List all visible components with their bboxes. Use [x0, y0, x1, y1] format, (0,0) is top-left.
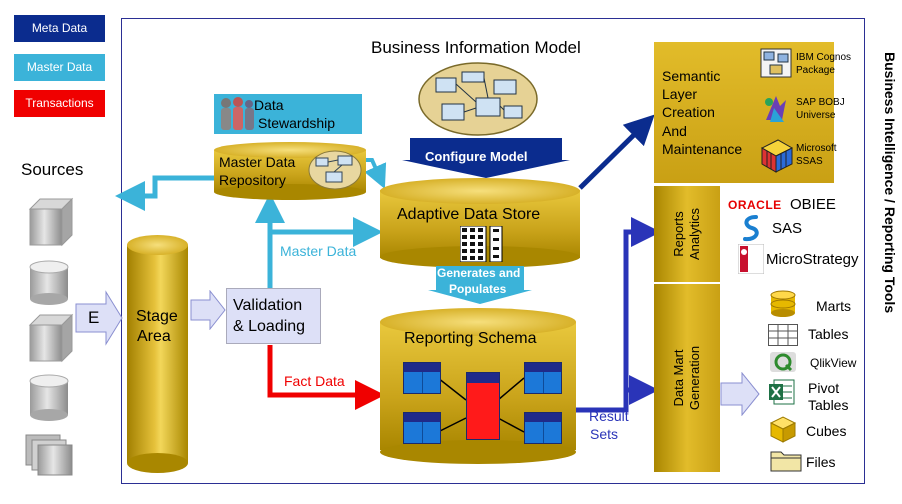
stage-area-label-2: Area [137, 328, 171, 345]
result-sets-label-2: Sets [590, 426, 619, 442]
oracle-logo: ORACLE [728, 198, 782, 212]
datamart-output-arrow [720, 372, 760, 416]
cognos-label-2: Package [796, 65, 835, 76]
reports-analytics-label: Reports Analytics [654, 186, 720, 282]
generates-label-2: Populates [449, 282, 507, 296]
configure-model-arrow [402, 138, 570, 178]
files-folder-icon [770, 451, 802, 472]
microstrategy-label: MicroStrategy [766, 251, 859, 268]
master-data-flow-label: Master Data [280, 243, 357, 259]
ssas-cube-icon [760, 139, 794, 173]
reports-label-1: Reports [671, 211, 686, 257]
ssas-label-1: Microsoft [796, 143, 837, 154]
validation-label-2: & Loading [233, 318, 306, 335]
mdr-label-1: Master Data [219, 154, 296, 170]
pivot-label-2: Tables [808, 397, 849, 413]
ads-top [380, 178, 580, 204]
validation-label-1: Validation [233, 297, 303, 314]
stewardship-label-2: Stewardship [258, 115, 336, 131]
stage-area-bottom [127, 453, 188, 473]
tables-grid-icon [768, 324, 798, 346]
validation-loading-box [226, 288, 321, 344]
ads-title: Adaptive Data Store [397, 206, 541, 223]
files-label: Files [806, 454, 836, 470]
stage-area-label-1: Stage [136, 308, 178, 325]
rs-title: Reporting Schema [404, 330, 537, 347]
legend-meta-data: Meta Data [14, 15, 105, 42]
legend-transactions: Transactions [14, 90, 105, 117]
stewardship-people-icon [221, 97, 254, 130]
semantic-label-1: Semantic [662, 68, 721, 84]
fact-table [466, 372, 500, 440]
source-database-icon [29, 374, 69, 421]
star-schema-lines [437, 377, 525, 433]
sap-universe-icon [765, 96, 786, 122]
semantic-label-2: Layer [662, 86, 698, 102]
mdr-label-2: Repository [219, 172, 286, 188]
stewardship-label-1: Data [254, 97, 284, 113]
semantic-label-3: Creation [662, 104, 715, 120]
mdr-model-icon [308, 150, 362, 190]
stage-area-top [127, 235, 188, 255]
reports-label-2: Analytics [687, 207, 702, 261]
cubes-label: Cubes [806, 423, 847, 439]
extract-label: E [88, 308, 100, 327]
configure-model-label: Configure Model [425, 149, 528, 164]
sas-logo-icon [743, 215, 759, 242]
stage-to-validation-arrow [190, 290, 226, 330]
datamart-label-2: Generation [686, 345, 702, 411]
data-mart-generation-panel [654, 284, 720, 472]
semantic-layer-panel [654, 42, 834, 183]
sap-label-2: Universe [796, 110, 836, 121]
sources-title: Sources [21, 160, 84, 179]
bim-model-icon [418, 62, 538, 136]
fact-data-flow-label: Fact Data [284, 373, 345, 389]
rs-top [380, 308, 576, 336]
source-cube-icon [28, 197, 74, 247]
legend-master-data: Master Data [14, 54, 105, 81]
result-sets-label-1: Result [589, 408, 629, 424]
source-cube-icon [28, 313, 74, 363]
tables-label: Tables [808, 326, 849, 342]
stage-area-cylinder [127, 245, 188, 463]
cognos-package-icon [760, 48, 792, 78]
microstrategy-icon [738, 244, 764, 274]
source-database-icon [29, 260, 69, 305]
marts-database-icon [770, 290, 796, 317]
reports-analytics-panel [654, 186, 720, 282]
excel-pivot-icon [769, 379, 795, 405]
cubes-icon [769, 416, 797, 443]
dimension-table-top-left [403, 362, 441, 394]
qlikview-icon [770, 352, 796, 372]
qlikview-label: QlikView [810, 356, 857, 370]
bi-reporting-tools-text: Business Intelligence / Reporting Tools [882, 52, 898, 314]
marts-label: Marts [816, 298, 851, 314]
extract-arrow [75, 290, 123, 346]
ads-grid-icon [460, 226, 503, 262]
main-frame [121, 18, 865, 484]
sources-icons [25, 197, 74, 476]
cognos-label-1: IBM Cognos [796, 52, 852, 63]
datamart-label-1: Data Mart [670, 349, 686, 407]
semantic-label-5: Maintenance [662, 141, 743, 157]
obiee-label: OBIEE [790, 196, 836, 213]
ssas-label-2: SSAS [796, 156, 823, 167]
semantic-label-4: And [662, 123, 687, 139]
generates-populates-arrow [428, 266, 532, 304]
dimension-table-bottom-left [403, 412, 441, 444]
sas-label: SAS [772, 220, 803, 237]
dimension-table-bottom-right [524, 412, 562, 444]
sap-label-1: SAP BOBJ [796, 97, 845, 108]
bim-title: Business Information Model [371, 38, 581, 57]
pivot-label-1: Pivot [808, 380, 840, 396]
rs-bottom [380, 440, 576, 464]
data-mart-label: Data Mart Generation [654, 284, 720, 472]
bi-reporting-tools-title: Business Intelligence / Reporting Tools [868, 40, 902, 340]
generates-label-1: Generates and [437, 266, 521, 280]
source-files-icon [25, 434, 73, 476]
dimension-table-top-right [524, 362, 562, 394]
